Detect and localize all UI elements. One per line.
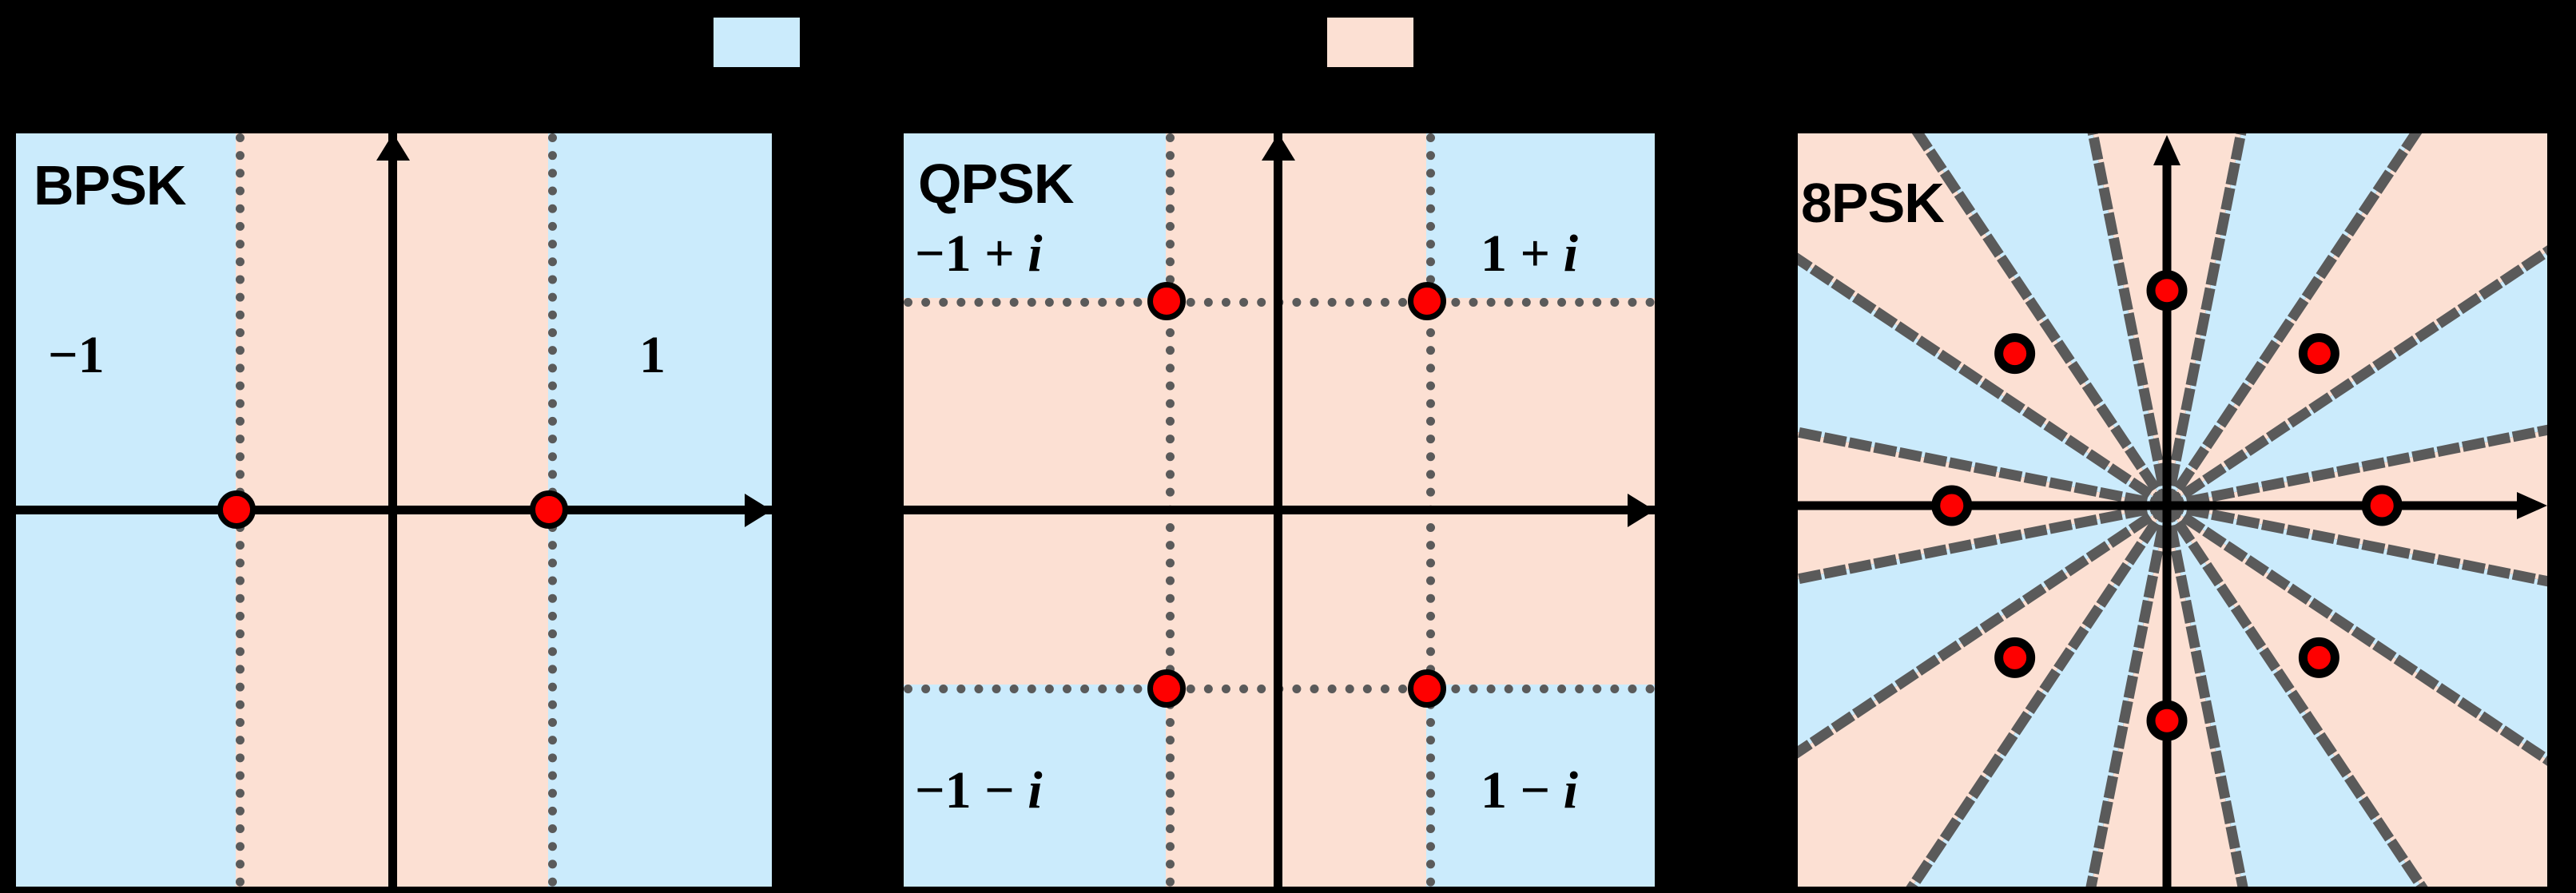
8psk-title: 8PSK (1801, 172, 1945, 234)
8psk-boundary-group (1798, 133, 2547, 887)
8psk-point-225deg[interactable] (1994, 637, 2036, 678)
8psk-boundary-4 (2087, 133, 2173, 512)
8psk-boundary-15 (2161, 499, 2547, 587)
8psk-sector-3 (2167, 133, 2416, 506)
qpsk-label-minus-one-minus-i: −1 − i (915, 764, 1043, 817)
8psk-imag-axis-arrow (2153, 135, 2180, 165)
qpsk-point-minus-one-minus-i[interactable] (1147, 669, 1186, 708)
bpsk-point-plus-one[interactable] (529, 490, 568, 529)
8psk-sector-10 (1798, 506, 2167, 887)
qpsk-label-minus-one-minus-i-sym: i (1028, 761, 1043, 820)
8psk-canvas (1798, 133, 2547, 887)
qpsk-region-top-left-blue (904, 133, 1167, 298)
8psk-boundary-2 (2159, 133, 2423, 514)
legend-swatch-blue (714, 18, 800, 67)
qpsk-region-bottom-right-blue (1426, 685, 1655, 887)
panel-8psk: 8PSK (1798, 133, 2547, 887)
qpsk-label-minus-one-plus-i-text: −1 + (915, 224, 1028, 283)
8psk-boundary-3 (2161, 133, 2247, 512)
8psk-point-90deg[interactable] (2146, 270, 2188, 312)
qpsk-label-minus-one-plus-i-sym: i (1028, 224, 1043, 283)
8psk-boundary-14 (2159, 498, 2547, 766)
8psk-point-135deg[interactable] (1994, 333, 2036, 375)
legend (0, 0, 2576, 128)
qpsk-region-bottom-left-blue (904, 685, 1167, 887)
qpsk-label-plus-one-plus-i-text: 1 + (1481, 224, 1564, 283)
qpsk-label-minus-one-minus-i-text: −1 − (915, 761, 1028, 820)
qpsk-label-plus-one-plus-i-sym: i (1563, 224, 1578, 283)
8psk-boundary-7 (1798, 427, 2173, 512)
8psk-boundary-1 (2159, 245, 2547, 514)
qpsk-label-plus-one-plus-i: 1 + i (1481, 228, 1578, 280)
8psk-sector-2 (2167, 133, 2547, 506)
bpsk-imag-axis (388, 133, 398, 887)
qpsk-real-axis-arrow (1628, 493, 1655, 527)
panel-bpsk: BPSK −1 1 (16, 133, 772, 887)
8psk-boundary-13 (2159, 498, 2428, 887)
bpsk-real-axis-arrow (745, 493, 772, 527)
8psk-boundary-10 (1906, 498, 2175, 887)
bpsk-label-minus-one: −1 (48, 326, 105, 384)
bpsk-point-minus-one[interactable] (217, 490, 256, 529)
bpsk-title: BPSK (34, 154, 186, 216)
8psk-boundary-11 (2085, 499, 2173, 887)
8psk-real-axis-arrow (2517, 492, 2547, 519)
8psk-sector-6 (1798, 133, 2167, 506)
8psk-point-270deg[interactable] (2146, 700, 2188, 741)
8psk-point-180deg[interactable] (1931, 485, 1973, 526)
qpsk-label-plus-one-minus-i-sym: i (1563, 761, 1578, 820)
qpsk-label-plus-one-minus-i: 1 − i (1481, 764, 1578, 817)
panel-qpsk: QPSK −1 + i 1 + i −1 − i 1 − i (904, 133, 1655, 887)
qpsk-point-minus-one-plus-i[interactable] (1147, 282, 1186, 321)
8psk-sector-9 (1798, 506, 2167, 752)
legend-swatch-pink (1327, 18, 1413, 67)
8psk-boundary-8 (1798, 499, 2173, 585)
8psk-boundary-5 (1911, 133, 2175, 514)
qpsk-title: QPSK (918, 153, 1074, 215)
qpsk-label-plus-one-minus-i-text: 1 − (1481, 761, 1564, 820)
qpsk-imag-axis (1274, 133, 1283, 887)
8psk-point-0deg[interactable] (2361, 485, 2403, 526)
8psk-boundary-12 (2161, 499, 2248, 887)
8psk-boundary-9 (1798, 498, 2175, 759)
qpsk-imag-axis-arrow (1262, 133, 1296, 161)
8psk-point-45deg[interactable] (2298, 333, 2339, 375)
bpsk-imag-axis-arrow (376, 133, 411, 161)
8psk-point-315deg[interactable] (2298, 637, 2339, 678)
qpsk-label-minus-one-plus-i: −1 + i (915, 228, 1043, 280)
bpsk-label-plus-one: 1 (639, 326, 666, 384)
8psk-boundary-6 (1798, 252, 2175, 514)
8psk-point-group (1931, 270, 2403, 741)
qpsk-region-top-right-blue (1426, 133, 1655, 298)
qpsk-point-plus-one-minus-i[interactable] (1408, 669, 1447, 708)
8psk-sector-14 (2167, 506, 2547, 887)
8psk-boundary-0 (2161, 424, 2547, 512)
qpsk-point-plus-one-plus-i[interactable] (1408, 282, 1447, 321)
